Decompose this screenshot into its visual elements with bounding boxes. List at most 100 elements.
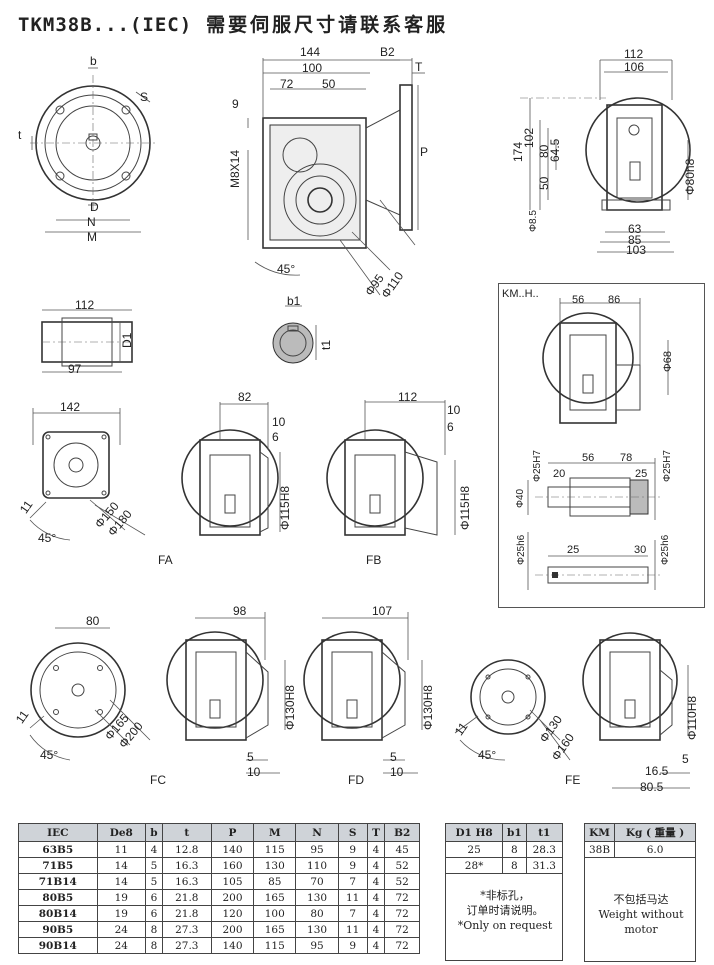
- cell: 8: [145, 921, 163, 938]
- fc-10: 10: [247, 765, 261, 779]
- cell: 16.3: [161, 857, 212, 874]
- iec-col-header: T: [366, 823, 386, 842]
- fc-label: FC: [150, 773, 166, 787]
- page-title: TKM38B...(IEC) 需要伺服尺寸请联系客服: [18, 10, 448, 37]
- fc-98: 98: [233, 604, 247, 618]
- weight-table: KM Kg ( 重量 ) 38B 6.0: [583, 823, 696, 962]
- fe-5: 5: [682, 752, 689, 766]
- km-25b: 25: [567, 544, 580, 556]
- dim-45deg: 45°: [277, 262, 296, 276]
- shaft-t1: t1: [319, 339, 333, 350]
- iec-model-cell: 90B14: [18, 937, 98, 954]
- fc-5: 5: [247, 750, 254, 764]
- cell: 72: [384, 905, 420, 922]
- fb-10: 10: [447, 403, 461, 417]
- gearbox-side-view: [247, 58, 425, 296]
- fb-label: FB: [366, 553, 382, 567]
- cell: 14: [96, 857, 147, 874]
- cell: 52: [384, 857, 420, 874]
- cell: 200: [210, 921, 255, 938]
- iec-model-cell: 80B14: [18, 905, 98, 922]
- cell: 4: [145, 841, 163, 858]
- shaft-note: *非标孔， 订单时请说明。 *Only on request: [450, 888, 560, 933]
- km-drawings: [527, 298, 669, 590]
- dim-100: 100: [302, 61, 323, 75]
- weight-note-en: Weight without motor: [598, 908, 684, 936]
- cell: 105: [210, 873, 255, 890]
- cell: 72: [384, 921, 420, 938]
- note-row: [445, 873, 563, 961]
- iec-col-header: S: [337, 823, 368, 842]
- dim-144: 144: [300, 45, 321, 59]
- shaft-header-row: D1 H8 b1 t1: [444, 823, 564, 842]
- dim-t: t: [18, 128, 22, 142]
- cell: 24: [96, 921, 147, 938]
- model-code: TKM38B...(IEC): [18, 14, 193, 36]
- dim-106: 106: [624, 60, 645, 74]
- dim-103: 103: [626, 243, 647, 257]
- fa-142: 142: [60, 400, 81, 414]
- cell: 4: [366, 889, 386, 906]
- fd-10: 10: [390, 765, 404, 779]
- iec-header-row: IEC De8 b t P M N S T B2: [18, 823, 420, 842]
- shaft-b1: b1: [287, 294, 301, 308]
- dim-T: T: [415, 60, 423, 74]
- iec-model-cell: 80B5: [18, 889, 98, 906]
- cell: 11: [96, 841, 147, 858]
- cell: 27.3: [161, 921, 212, 938]
- dim-63: 63: [628, 222, 642, 236]
- fa-45: 45°: [38, 531, 57, 545]
- fc-side-view: [166, 612, 286, 774]
- cell: 7: [337, 873, 368, 890]
- fc-view: [29, 627, 151, 761]
- cell: 38B: [583, 841, 616, 858]
- cell: 7: [337, 905, 368, 922]
- dim-9: 9: [232, 97, 239, 111]
- cell: 100: [253, 905, 297, 922]
- iec-col-header: N: [295, 823, 339, 842]
- iec-model-cell: 71B5: [18, 857, 98, 874]
- flange-front-view: [30, 67, 156, 233]
- weight-note-cn: 不包括马达: [613, 893, 669, 906]
- km-78: 78: [620, 452, 633, 464]
- km-86: 86: [608, 294, 621, 306]
- km-20: 20: [553, 468, 566, 480]
- fe-view: [454, 659, 571, 761]
- cell: 130: [253, 857, 297, 874]
- shaft-col-header: D1 H8: [444, 823, 504, 842]
- fe-label: FE: [565, 773, 581, 787]
- cell: 160: [210, 857, 255, 874]
- km-56: 56: [572, 294, 585, 306]
- cell: 120: [210, 905, 255, 922]
- km-option-box: [498, 283, 705, 608]
- iec-model-cell: 90B5: [18, 921, 98, 938]
- fe-80-5: 80.5: [640, 780, 664, 794]
- fd-phi130: Φ130H8: [421, 685, 435, 730]
- servo-note: 需要伺服尺寸请联系客服: [206, 14, 449, 36]
- cell: 165: [253, 921, 297, 938]
- cell: 28.3: [525, 841, 564, 858]
- cell: 4: [366, 841, 386, 858]
- cell: 21.8: [161, 905, 212, 922]
- cell: 72: [384, 937, 420, 954]
- dim-85: 85: [628, 233, 642, 247]
- table-row: 25 8 28.3: [444, 841, 564, 858]
- iec-col-header: t: [161, 823, 212, 842]
- cell: 115: [253, 841, 297, 858]
- cell: 80: [295, 905, 339, 922]
- km-30: 30: [634, 544, 647, 556]
- shaft-note-cn1: *非标孔，: [480, 889, 530, 902]
- fb-112: 112: [398, 390, 418, 404]
- fa-6: 6: [272, 430, 279, 444]
- shaft-note-cn2: 订单时请说明。: [466, 904, 544, 917]
- fb-phi115: Φ115H8: [458, 485, 472, 530]
- cell: 45: [384, 841, 420, 858]
- note-row: [584, 857, 696, 962]
